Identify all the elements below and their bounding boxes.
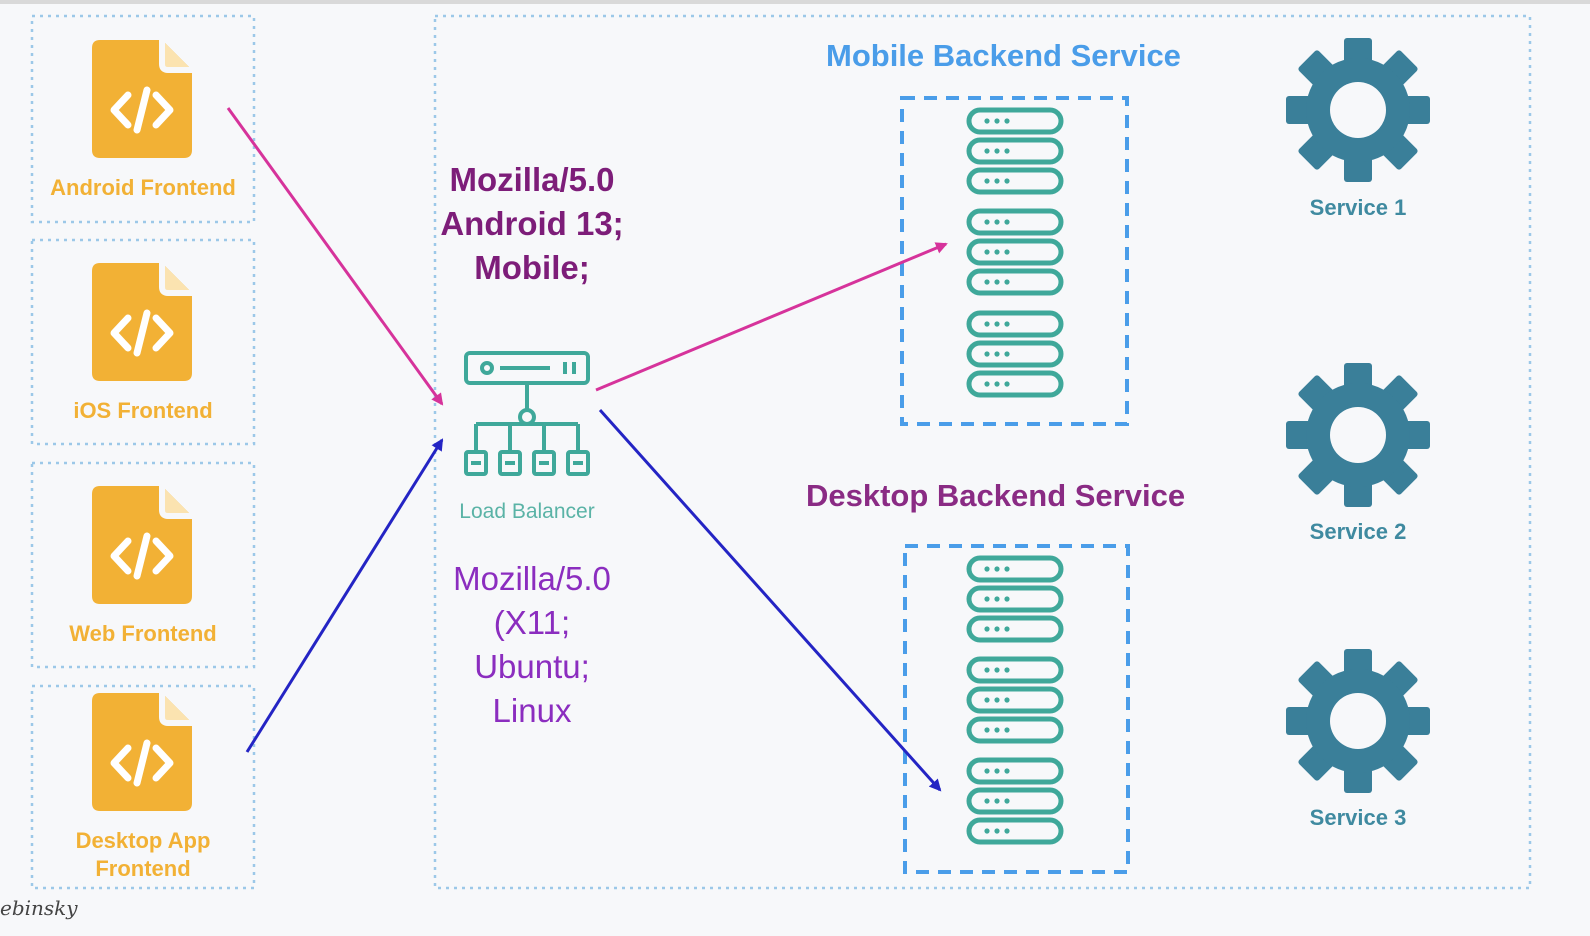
- load-balancer-icon: [464, 351, 590, 476]
- ios-code-icon: [92, 263, 192, 381]
- ios-frontend-label: iOS Frontend: [28, 397, 258, 425]
- service-3-label: Service 3: [1309, 805, 1407, 830]
- android-frontend-label-line: Android Frontend: [50, 175, 236, 200]
- service-1-label: Service 1: [1309, 195, 1407, 220]
- desktop-user-agent: Mozilla/5.0 (X11; Ubuntu; Linux: [402, 557, 662, 733]
- service-3-gear-icon: [1286, 649, 1430, 793]
- watermark: ebinsky: [0, 896, 78, 920]
- desktop-server-icon-2: [969, 659, 1061, 741]
- frontend-box-ios: [30, 238, 256, 446]
- ios-frontend-label-line: iOS Frontend: [73, 398, 213, 423]
- web-frontend-label-line: Web Frontend: [69, 621, 217, 646]
- mobile-server-icon-3: [969, 313, 1061, 395]
- desktop-backend-box: [903, 544, 1130, 874]
- desktop-ua-line-2: (X11;: [493, 604, 571, 641]
- desktop-frontend-label: Desktop App Frontend: [28, 827, 258, 883]
- mobile-backend-box: [900, 96, 1129, 426]
- android-code-icon: [92, 40, 192, 158]
- desktop-ua-line-3: Ubuntu;: [474, 648, 590, 685]
- arrow-desktop-to-lb: [245, 438, 444, 753]
- web-frontend-label: Web Frontend: [28, 620, 258, 648]
- mobile-ua-line-2: Android 13;: [440, 205, 624, 242]
- desktop-server-icon-3: [969, 760, 1061, 842]
- service-2-gear-icon: [1286, 363, 1430, 507]
- desktop-backend-title: Desktop Backend Service: [806, 478, 1186, 513]
- mobile-server-icon-2: [969, 211, 1061, 293]
- frontend-box-android: [30, 14, 256, 224]
- desktop-server-icon-1: [969, 558, 1061, 640]
- mobile-user-agent: Mozilla/5.0 Android 13; Mobile;: [402, 158, 662, 290]
- arrow-android-to-lb: [226, 107, 444, 406]
- mobile-server-icon-1: [969, 110, 1061, 192]
- service-2-label: Service 2: [1309, 519, 1407, 544]
- arrow-lb-to-desktop: [598, 408, 942, 792]
- top-border: [0, 0, 1590, 4]
- desktop-ua-line-4: Linux: [492, 692, 572, 729]
- mobile-ua-line-3: Mobile;: [474, 249, 590, 286]
- desktop-frontend-label-line-1: Desktop App: [75, 828, 211, 853]
- mobile-backend-title: Mobile Backend Service: [826, 38, 1181, 73]
- android-frontend-label: Android Frontend: [28, 174, 258, 202]
- desktop-frontend-label-line-2: Frontend: [95, 856, 191, 881]
- desktop-code-icon: [92, 693, 192, 811]
- arrow-lb-to-mobile: [595, 242, 948, 392]
- load-balancer-label: Load Balancer: [459, 500, 595, 523]
- desktop-ua-line-1: Mozilla/5.0: [453, 560, 611, 597]
- web-code-icon: [92, 486, 192, 604]
- frontend-box-desktop: [30, 684, 256, 890]
- mobile-ua-line-1: Mozilla/5.0: [449, 161, 615, 198]
- service-1-gear-icon: [1286, 38, 1430, 182]
- frontend-box-web: [30, 461, 256, 669]
